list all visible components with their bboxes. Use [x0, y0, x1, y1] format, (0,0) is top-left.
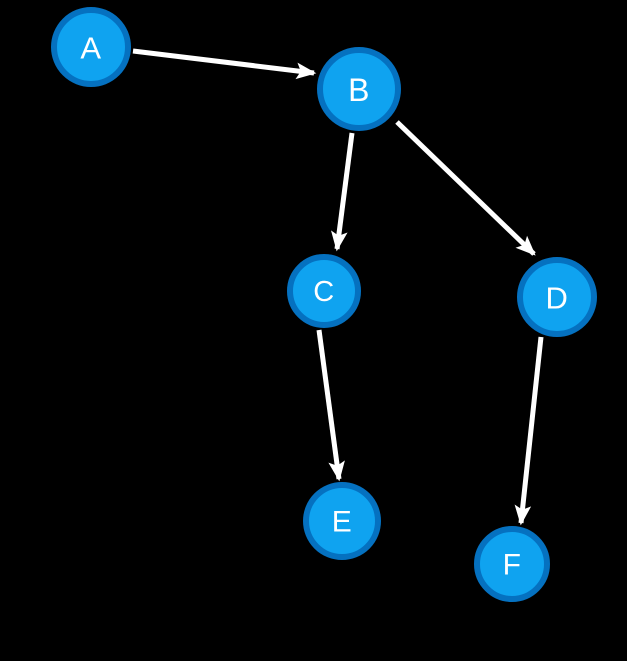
graph-node-b[interactable]: B [317, 47, 401, 131]
graph-edge-c-e [316, 329, 345, 482]
node-ring-b [317, 47, 401, 131]
node-circle-a[interactable] [54, 10, 128, 84]
node-circle-e[interactable] [306, 485, 378, 557]
graph-node-f[interactable]: F [474, 526, 550, 602]
graph-node-e[interactable]: E [303, 482, 381, 560]
node-ring-a [51, 7, 131, 87]
node-circle-b[interactable] [320, 50, 398, 128]
node-ring-f [474, 526, 550, 602]
graph-edge-b-c [331, 132, 355, 252]
node-circle-d[interactable] [520, 260, 594, 334]
graph-node-a[interactable]: A [51, 7, 131, 87]
graph-edge-a-b [132, 48, 317, 80]
graph-node-c[interactable]: C [287, 254, 361, 328]
graph-edge-d-f [514, 336, 544, 526]
edges-layer [132, 48, 544, 526]
node-ring-c [287, 254, 361, 328]
node-ring-e [303, 482, 381, 560]
node-ring-d [517, 257, 597, 337]
node-circle-f[interactable] [477, 529, 547, 599]
graph-node-d[interactable]: D [517, 257, 597, 337]
node-circle-c[interactable] [290, 257, 358, 325]
graph-edge-b-d [395, 120, 536, 256]
